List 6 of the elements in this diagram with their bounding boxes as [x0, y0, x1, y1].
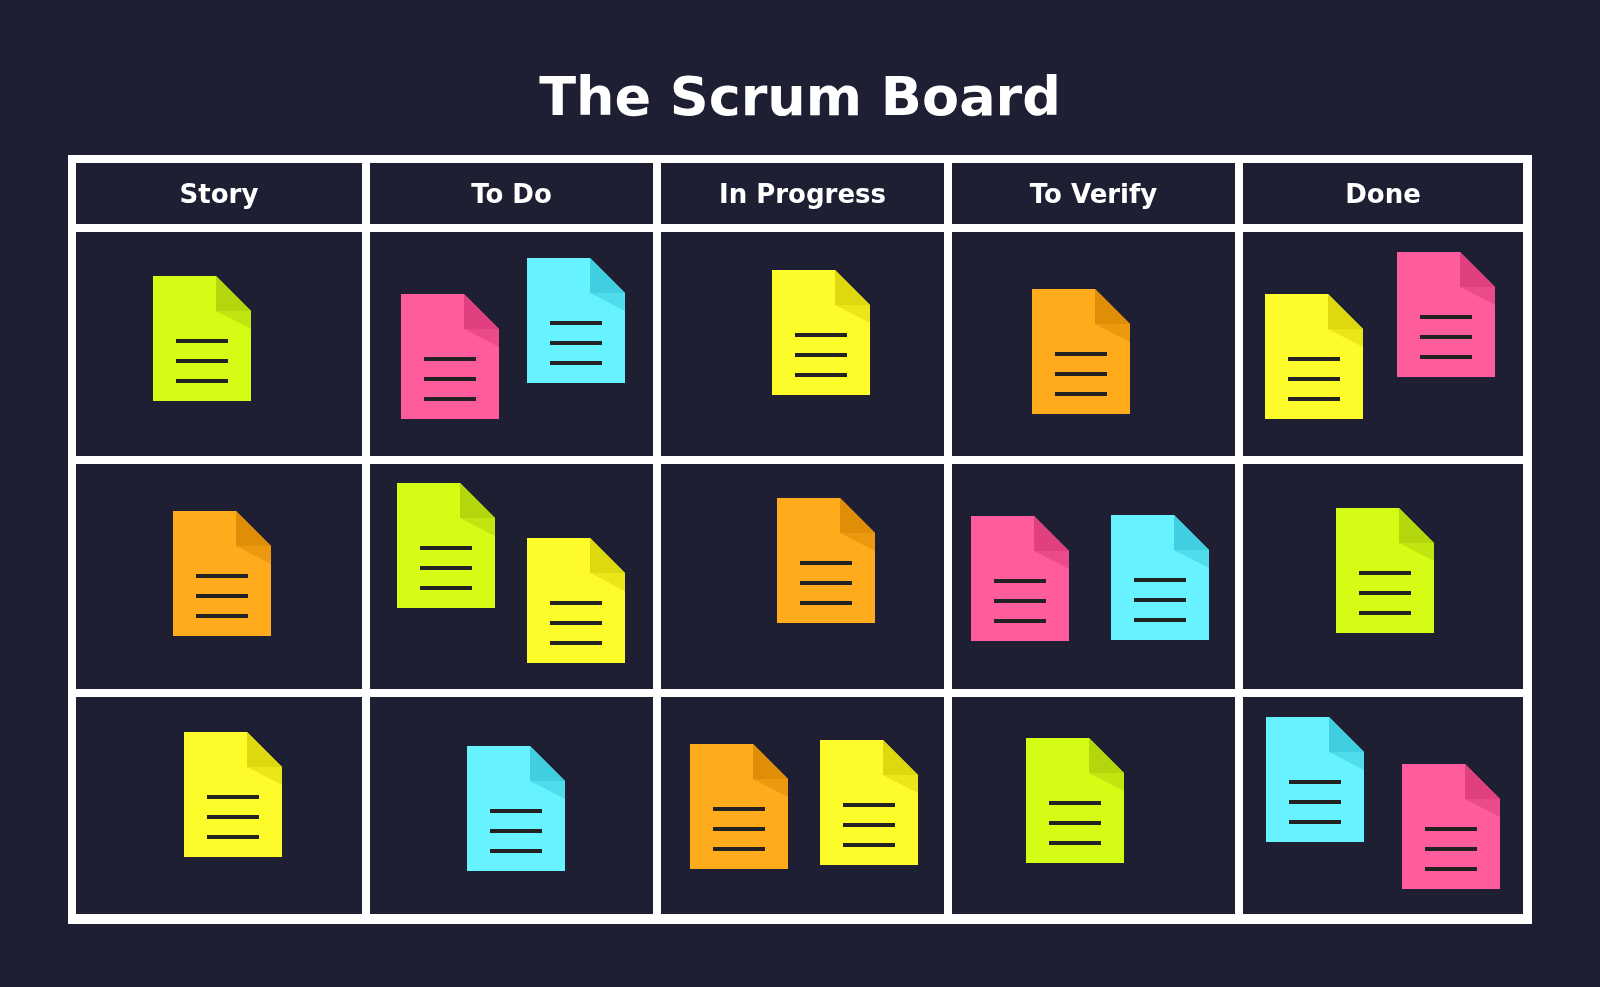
board-title: The Scrum Board: [538, 64, 1062, 130]
column-header: In Progress: [719, 178, 886, 209]
column-header: To Verify: [1029, 178, 1158, 209]
column-header: Story: [179, 178, 259, 209]
column-header: Done: [1345, 178, 1421, 209]
column-header: To Do: [471, 178, 552, 209]
